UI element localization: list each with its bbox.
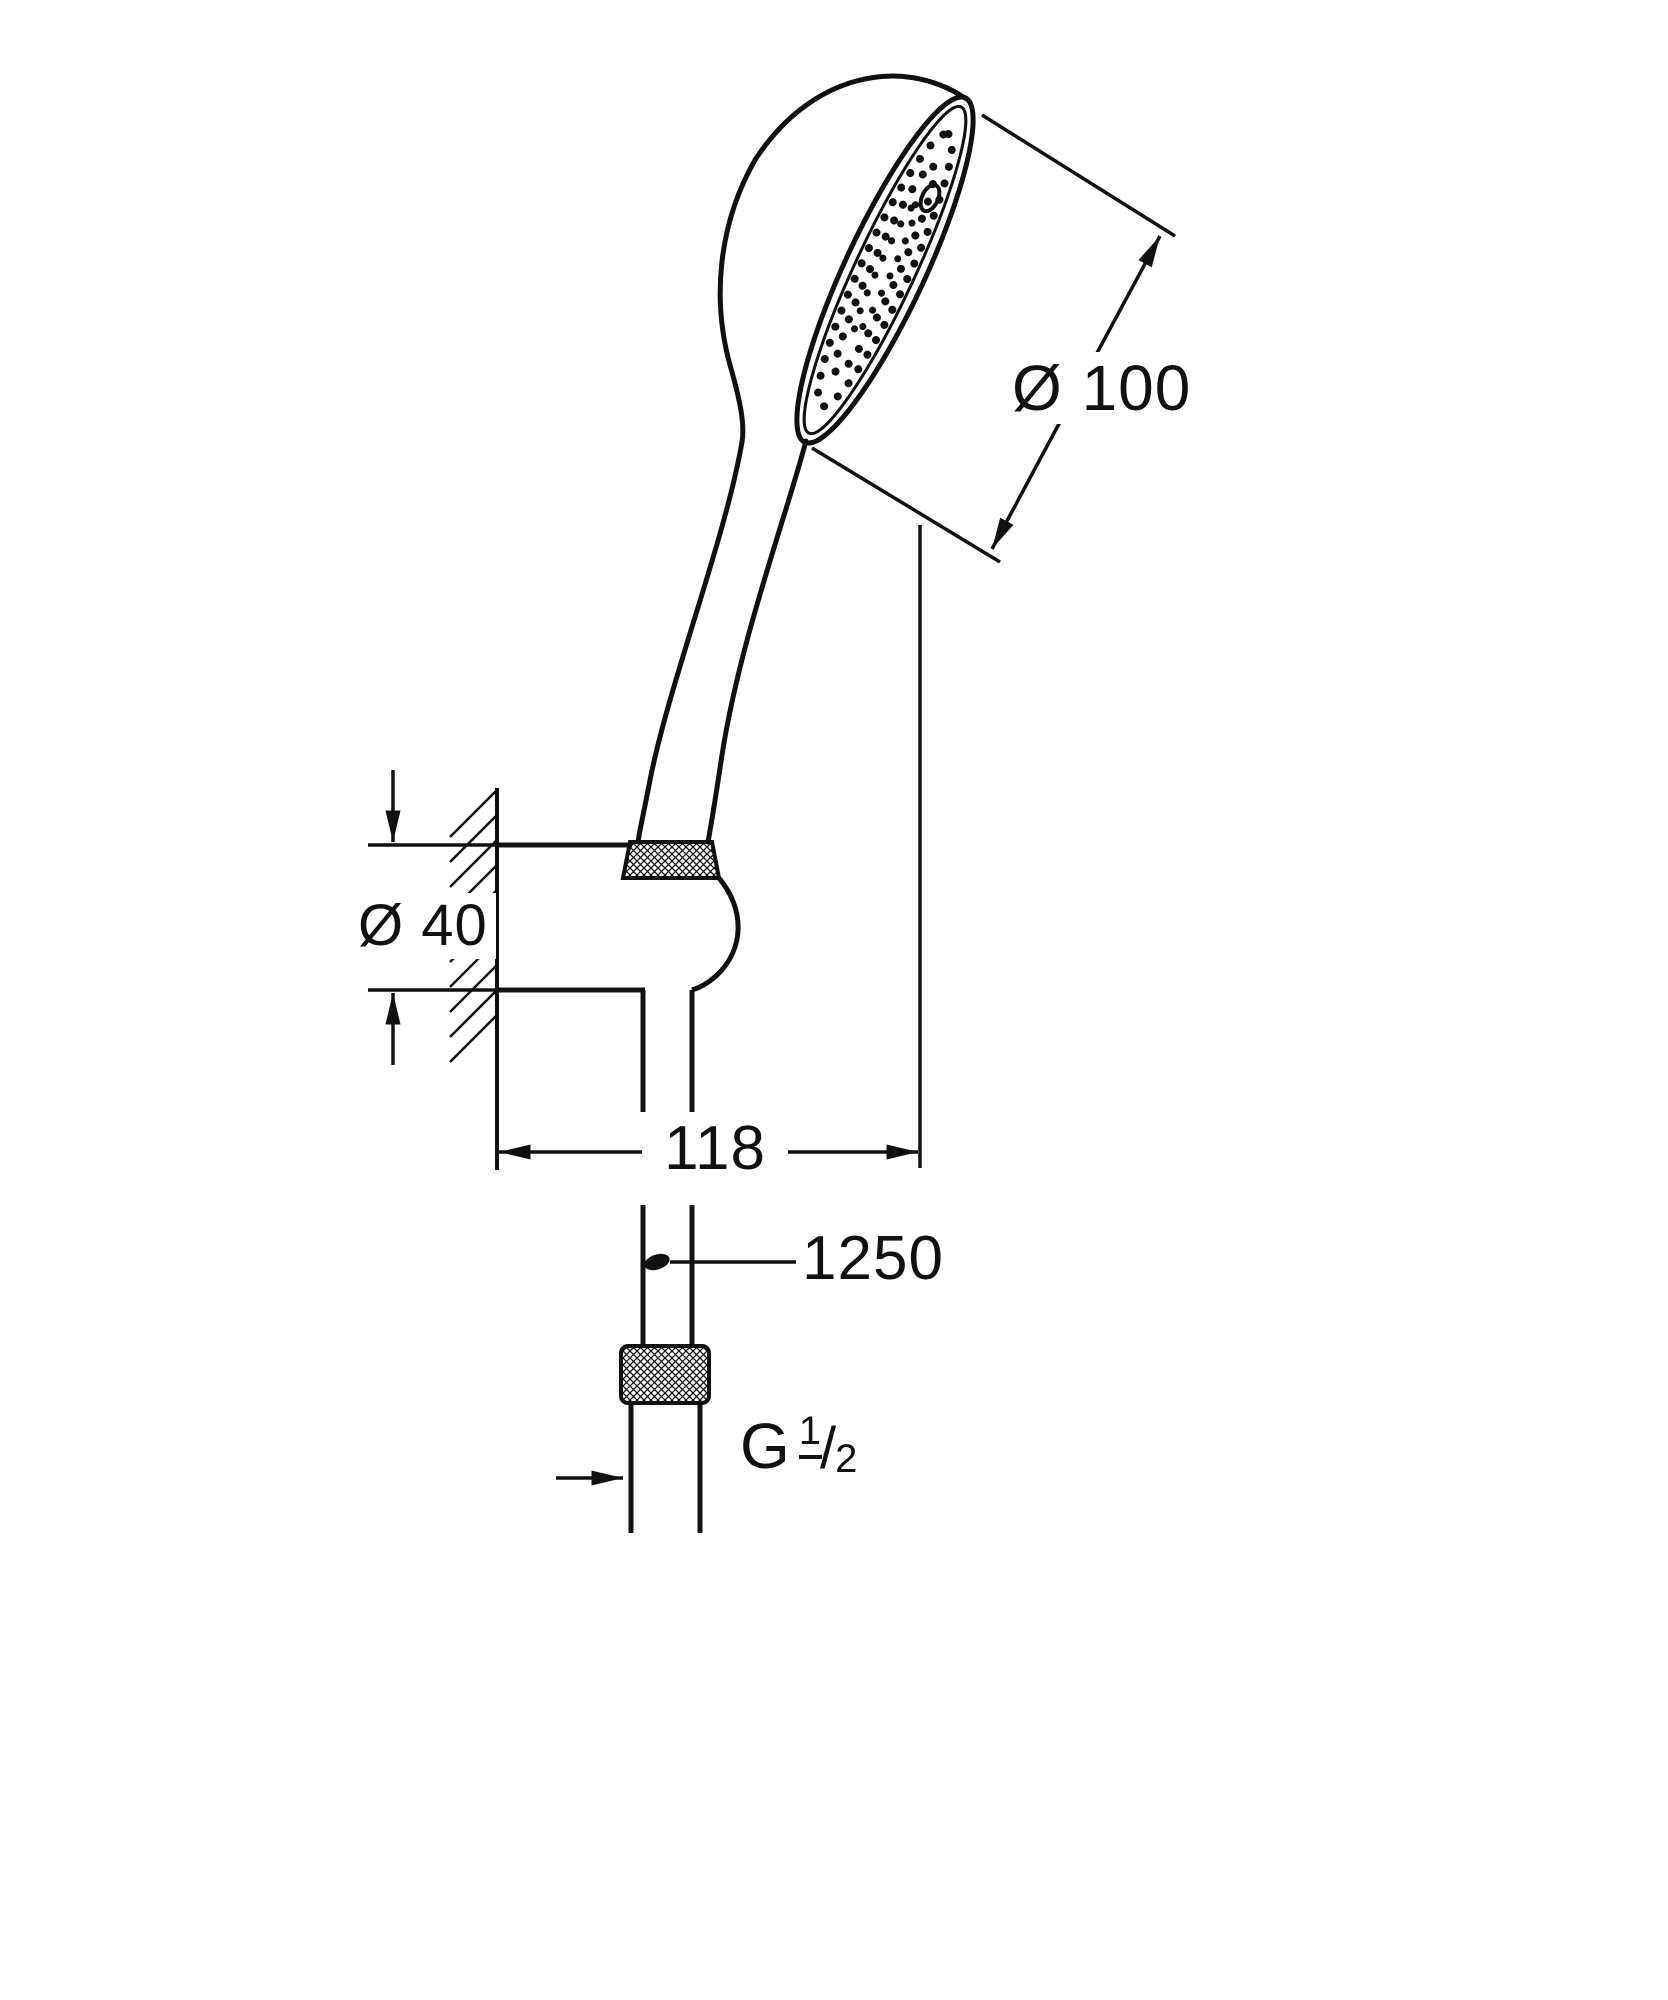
holder-bulge	[691, 876, 741, 993]
spray-center-mark	[918, 182, 942, 214]
hose-marking	[644, 1253, 670, 1271]
extension-line	[811, 446, 1001, 564]
wall-holder	[368, 840, 741, 993]
shower-head-back	[635, 73, 968, 845]
spray-face-edge	[794, 94, 976, 446]
spray-face-rim	[802, 104, 968, 436]
thread-denominator: 2	[835, 1437, 859, 1481]
hand-shower-outline	[635, 73, 976, 845]
thread-numerator: 1	[798, 1409, 823, 1459]
extension-line	[981, 113, 1176, 238]
thread-slash: /	[820, 1416, 838, 1481]
thread-base: G	[740, 1410, 791, 1482]
handle-cone-knurl	[620, 840, 722, 880]
dimension-label-offset-width: 118	[642, 1114, 788, 1184]
dimension-head-diameter	[811, 113, 1176, 564]
dimension-label-hose-length: 1250	[802, 1224, 944, 1293]
shower-handle-right-edge	[705, 438, 809, 845]
coupling-nut-knurl	[619, 1344, 711, 1405]
shower-hose	[619, 990, 711, 1533]
dimension-label-holder-diameter: Ø 40	[350, 893, 496, 959]
spray-nozzle-dots	[813, 129, 957, 411]
dimension-label-head-diameter: Ø 100	[1002, 352, 1202, 424]
